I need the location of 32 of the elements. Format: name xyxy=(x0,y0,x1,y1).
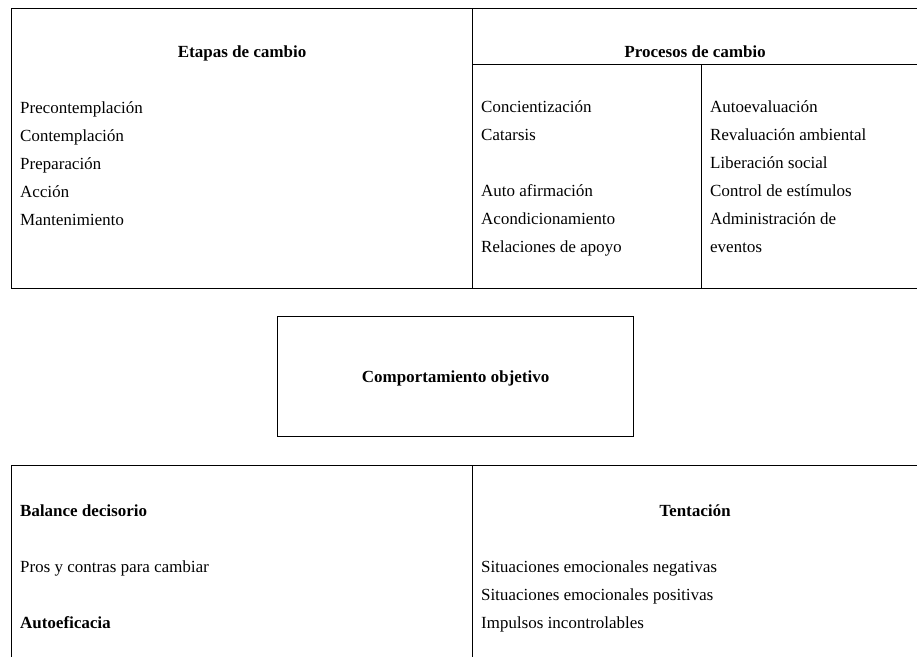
table-cell xyxy=(701,65,917,289)
table-cell xyxy=(472,65,701,289)
list-item: Auto afirmación xyxy=(481,180,593,202)
heading: Tentación xyxy=(659,500,731,522)
list-item: Revaluación ambiental xyxy=(710,124,866,146)
heading: Procesos de cambio xyxy=(624,41,766,63)
heading: Comportamiento objetivo xyxy=(362,366,550,388)
table-header-cell xyxy=(472,8,917,65)
list-item: Contemplación xyxy=(20,125,124,147)
process-box xyxy=(277,316,634,437)
list-item: Liberación social xyxy=(710,152,828,174)
list-item: Preparación xyxy=(20,153,102,175)
list-item: Autoevaluación xyxy=(710,96,818,118)
list-item: Situaciones emocionales negativas xyxy=(481,556,718,578)
list-item: Impulsos incontrolables xyxy=(481,612,644,634)
heading: Etapas de cambio xyxy=(178,41,306,63)
list-item: Mantenimiento xyxy=(20,209,124,231)
heading: Autoeficacia xyxy=(20,612,111,634)
list-item: Acondicionamiento xyxy=(481,208,616,230)
table-cell xyxy=(11,8,472,289)
table-cell xyxy=(472,465,917,657)
list-item: Acción xyxy=(20,181,70,203)
list-item: Pros y contras para cambiar xyxy=(20,556,209,578)
list-item: Administración de eventos xyxy=(710,208,838,258)
table-cell xyxy=(11,465,472,657)
list-item: Concientización xyxy=(481,96,592,118)
list-item: Relaciones de apoyo xyxy=(481,236,622,258)
heading: Balance decisorio xyxy=(20,500,148,522)
list-item: Control de estímulos xyxy=(710,180,852,202)
list-item: Situaciones emocionales positivas xyxy=(481,584,714,606)
list-item: Catarsis xyxy=(481,124,536,146)
list-item: Precontemplación xyxy=(20,97,143,119)
